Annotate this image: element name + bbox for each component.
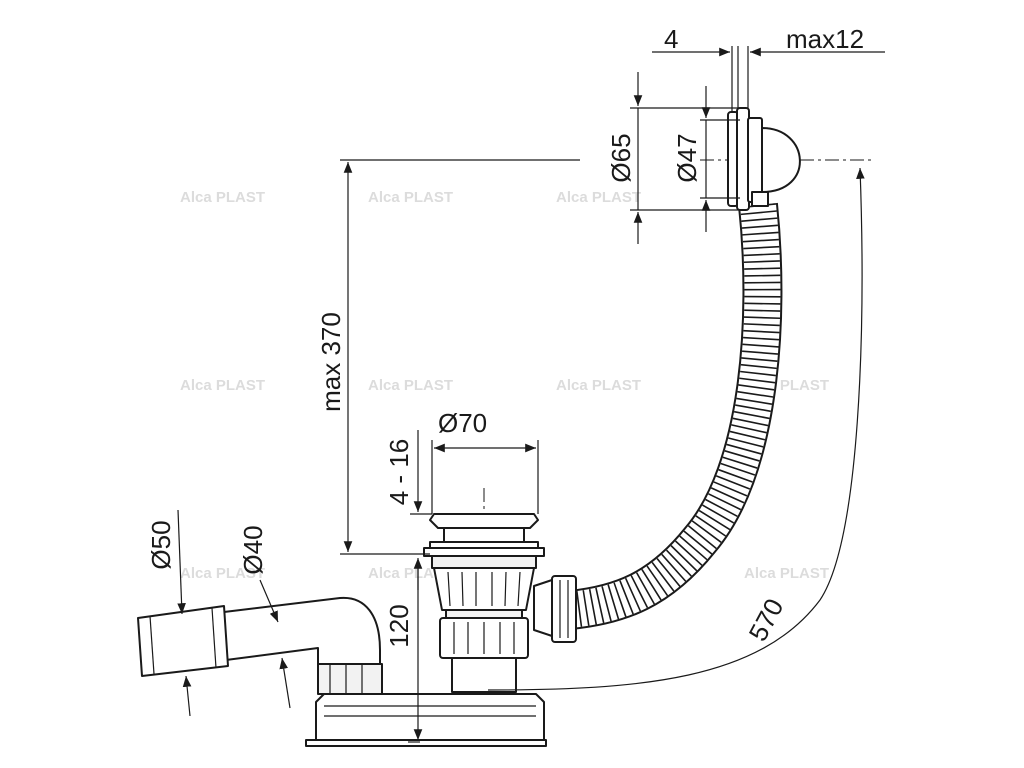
trap-body	[451, 657, 517, 693]
hose-connector-nut	[551, 575, 577, 643]
watermark: Alca PLAST	[556, 377, 641, 394]
drain-nut	[431, 555, 537, 569]
dim-arrow	[259, 579, 279, 623]
trap-base	[315, 693, 545, 741]
outlet-pipe-edge	[211, 607, 217, 669]
watermark: Alca PLAST	[744, 565, 829, 582]
drain-assembly	[305, 513, 577, 747]
trap-base-plate	[305, 739, 547, 747]
dim-label-120: 120	[384, 604, 414, 647]
outlet-pipe-edge	[149, 615, 155, 675]
dim-arrow	[177, 509, 186, 615]
dim-label-max370: max 370	[316, 312, 346, 412]
overflow-hose-collar	[751, 191, 769, 207]
hose-connector-neck	[533, 579, 553, 637]
drain-body-ribs	[447, 571, 521, 607]
overflow-elbow-dome	[761, 127, 801, 193]
plug-body	[443, 527, 525, 543]
outlet-nut-ribs	[329, 664, 363, 694]
trap-union	[445, 609, 523, 619]
dim-label-4: 4	[664, 24, 678, 54]
dim-label-d65: Ø65	[606, 133, 636, 182]
drain-gasket	[423, 547, 545, 557]
overflow-head	[727, 107, 801, 211]
dim-arrow	[279, 657, 291, 709]
watermark: Alca PLAST	[556, 189, 641, 206]
watermark: Alca PLAST	[368, 377, 453, 394]
dim-label-d50: Ø50	[146, 520, 176, 569]
outlet-pipe	[137, 596, 383, 695]
dim-arrow	[182, 675, 192, 717]
watermark: Alca PLAST	[180, 189, 265, 206]
dim-label-570: 570	[743, 594, 790, 646]
outlet-elbow-nut	[317, 663, 383, 695]
watermark: Alca PLAST	[180, 565, 265, 582]
watermark-layer: Alca PLAST Alca PLAST Alca PLAST Alca PL…	[180, 189, 829, 582]
dim-label-d70: Ø70	[438, 408, 487, 438]
watermark: Alca PLAST	[180, 377, 265, 394]
watermark: Alca PLAST	[368, 189, 453, 206]
dimension-lines	[177, 46, 885, 743]
dim-label-d47: Ø47	[672, 133, 702, 182]
dim-label-d40: Ø40	[238, 525, 268, 574]
drain-body	[433, 567, 535, 611]
corrugated-hose	[567, 202, 783, 630]
hose-length-arc	[487, 167, 865, 691]
outlet-elbow	[223, 596, 381, 665]
outlet-pipe-end	[137, 605, 229, 677]
dim-label-4-16: 4 - 16	[384, 439, 414, 506]
trap-nut-ribs	[453, 622, 515, 654]
dimension-labels: 4 max12 Ø65 Ø47 max 370 4 - 16 Ø70 Ø50 Ø…	[146, 24, 864, 648]
click-clack-plug	[429, 513, 539, 529]
overflow-gasket	[747, 117, 763, 203]
dim-label-max12: max12	[786, 24, 864, 54]
